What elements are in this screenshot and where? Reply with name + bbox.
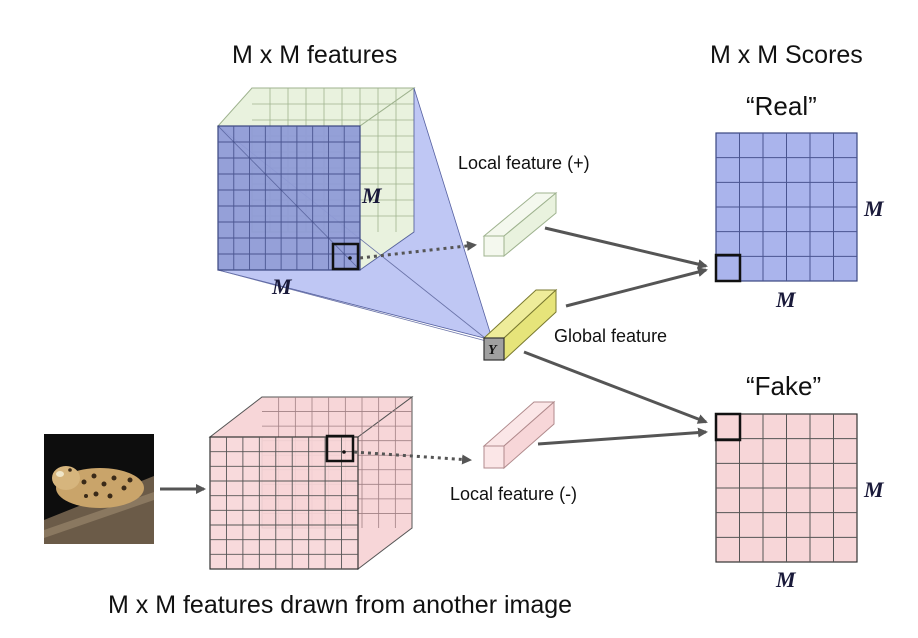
top-cube-front-grid (218, 126, 360, 270)
top-cube-m-side: M (361, 183, 383, 208)
arrow-global-to-real (565, 267, 708, 308)
top-features-title: M x M features (232, 41, 397, 69)
scores-title: M x M Scores (710, 41, 863, 69)
bottom-selected-patch (325, 434, 355, 463)
global-feature-bar (482, 288, 558, 362)
real-grid-m-bottom: M (775, 287, 797, 312)
dotted-arrow-top (359, 240, 477, 260)
local-feature-negative-label: Local feature (-) (450, 484, 577, 504)
bottom-features-title: M x M features drawn from another image (108, 591, 572, 619)
bottom-feature-cube (208, 396, 414, 571)
global-feature-y: Y (488, 343, 498, 358)
global-feature-label: Global feature (554, 326, 667, 346)
real-selected-cell (714, 253, 742, 283)
arrow-global-to-fake (523, 350, 708, 424)
local-feature-negative-bar (482, 400, 556, 470)
top-cube-m-bottom: M (271, 274, 293, 299)
bottom-cube-front-grid (210, 437, 358, 569)
leopard-photo (44, 434, 154, 544)
bottom-patch-dot (342, 450, 346, 454)
real-grid-m-side: M (863, 196, 885, 221)
fake-label: “Fake” (746, 371, 821, 401)
top-cube-diagonal (217, 125, 361, 271)
fake-selected-cell (714, 412, 742, 442)
top-patch-dot (348, 256, 352, 260)
real-label: “Real” (746, 91, 817, 121)
top-feature-cube (216, 87, 495, 346)
local-feature-positive-label: Local feature (+) (458, 153, 590, 173)
dotted-arrow-bottom (353, 450, 472, 465)
arrow-local-pos-to-real (544, 226, 708, 270)
top-selected-patch (331, 242, 360, 271)
local-feature-positive-bar (482, 191, 558, 258)
arrow-local-neg-to-fake (537, 427, 708, 446)
cone-line-2 (217, 269, 491, 343)
bottom-cube-front-face (209, 436, 359, 570)
fake-grid-m-side: M (863, 477, 885, 502)
fake-grid-m-bottom: M (775, 567, 797, 592)
